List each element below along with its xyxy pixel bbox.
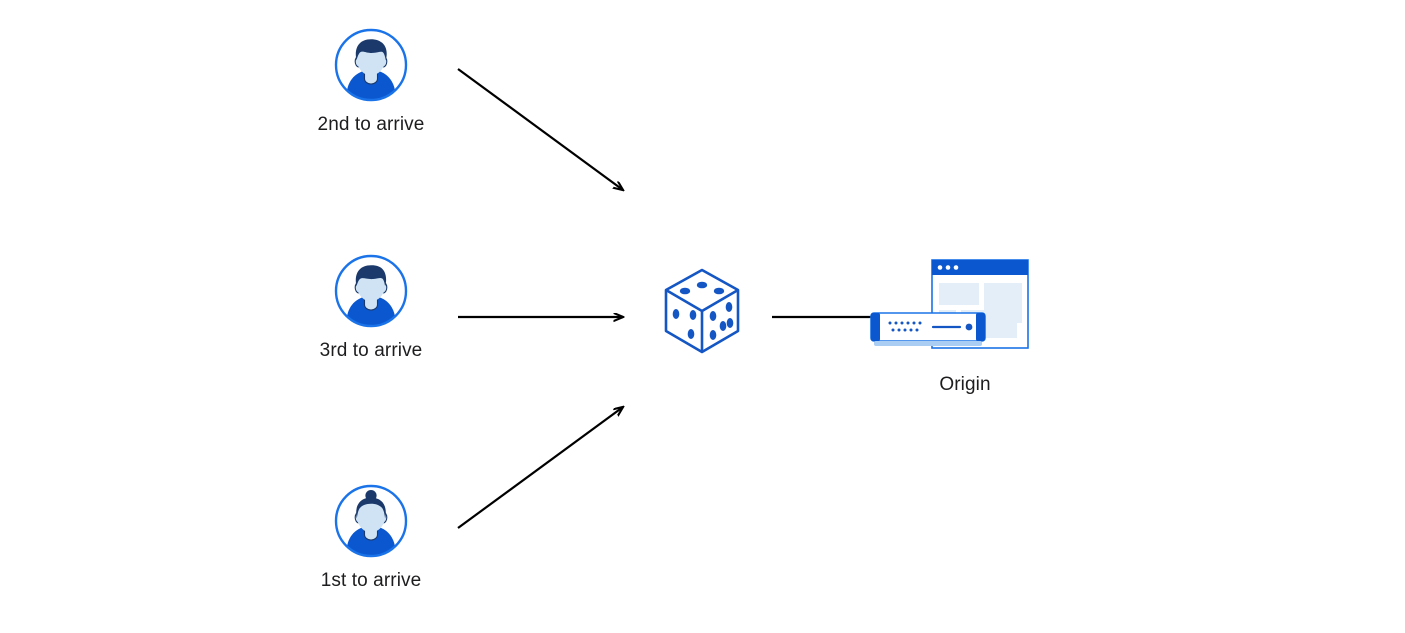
client-node-top: 2nd to arrive xyxy=(301,26,441,136)
origin-node: Origin xyxy=(865,256,1065,396)
server-device-icon xyxy=(870,312,986,346)
dice-icon xyxy=(664,268,740,354)
arrow-top-to-dice xyxy=(457,68,623,190)
client-node-bottom: 1st to arrive xyxy=(301,482,441,592)
user-avatar-icon xyxy=(334,254,408,328)
user-avatar-icon xyxy=(334,484,408,558)
user-avatar-icon xyxy=(334,28,408,102)
client-label-top: 2nd to arrive xyxy=(317,114,425,135)
origin-label: Origin xyxy=(939,374,991,395)
client-node-middle: 3rd to arrive xyxy=(301,252,441,362)
arrow-bottom-to-dice xyxy=(457,407,623,529)
origin-server-icon xyxy=(870,259,1029,349)
client-label-middle: 3rd to arrive xyxy=(319,340,423,361)
client-label-bottom: 1st to arrive xyxy=(320,570,422,591)
dice-node xyxy=(658,265,746,362)
